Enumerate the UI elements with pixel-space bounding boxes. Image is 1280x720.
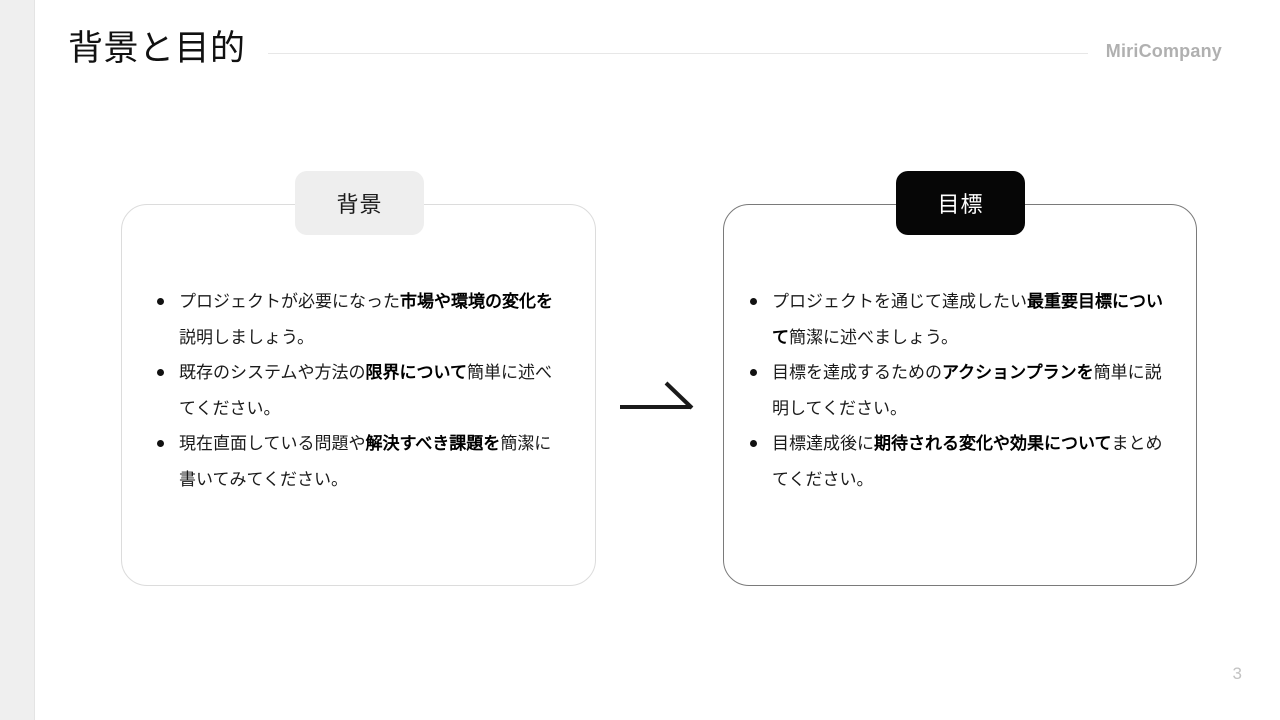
page-number: 3 <box>1232 664 1242 683</box>
list-item: 既存のシステムや方法の限界について簡単に述べてください。 <box>155 355 555 426</box>
left-side-strip <box>0 0 35 720</box>
page-title: 背景と目的 <box>68 28 246 68</box>
background-card-tab-label: 背景 <box>336 192 383 217</box>
list-item-text: 説明しましょう。 <box>179 327 314 347</box>
list-item: 目標を達成するためのアクションプランを簡単に説明してください。 <box>748 355 1166 426</box>
list-item-text: 目標を達成するための <box>772 363 942 382</box>
list-item-emphasis: 市場や環境の変化を <box>400 292 553 311</box>
arrow-right-icon <box>620 381 694 410</box>
list-item-text: 簡単に述べてください。 <box>179 363 552 418</box>
list-item-text: プロジェクトを通じて達成したい <box>772 292 1027 311</box>
list-item: プロジェクトを通じて達成したい最重要目標について簡潔に述べましょう。 <box>748 284 1166 355</box>
list-item-emphasis: 解決すべき課題を <box>365 434 501 453</box>
list-item: 目標達成後に期待される変化や効果についてまとめてください。 <box>748 426 1166 497</box>
goal-bullet-list: プロジェクトを通じて達成したい最重要目標について簡潔に述べましょう。目標を達成す… <box>748 284 1166 497</box>
goal-card-tab-label: 目標 <box>937 192 984 217</box>
list-item-text: プロジェクトが必要になった <box>179 292 400 311</box>
list-item-text: まとめてください。 <box>772 434 1163 489</box>
list-item-text: 簡潔に書いてみてください。 <box>179 434 552 489</box>
list-item: プロジェクトが必要になった市場や環境の変化を説明しましょう。 <box>155 284 555 355</box>
list-item-text: 簡潔に述べましょう。 <box>789 327 958 347</box>
list-item-text: 現在直面している問題や <box>179 434 366 453</box>
list-item-text: 目標達成後に <box>772 434 874 453</box>
slide-header: 背景と目的 MiriCompany <box>68 22 1222 80</box>
brand-logo-text: MiriCompany <box>1105 40 1222 61</box>
title-divider <box>267 52 1088 54</box>
background-bullet-list: プロジェクトが必要になった市場や環境の変化を説明しましょう。既存のシステムや方法… <box>155 284 555 497</box>
list-item-emphasis: 期待される変化や効果について <box>874 434 1112 453</box>
list-item-emphasis: 限界について <box>365 363 468 382</box>
background-card-tab[interactable]: 背景 <box>295 171 424 235</box>
list-item: 現在直面している問題や解決すべき課題を簡潔に書いてみてください。 <box>155 426 555 497</box>
list-item-text: 既存のシステムや方法の <box>179 363 366 382</box>
list-item-emphasis: 最重要目標について <box>772 292 1163 347</box>
goal-card-tab[interactable]: 目標 <box>896 171 1025 235</box>
background-card <box>121 204 596 586</box>
goal-card <box>723 204 1197 586</box>
list-item-emphasis: アクションプランを <box>942 363 1094 382</box>
list-item-text: 簡単に説明してください。 <box>772 363 1162 418</box>
